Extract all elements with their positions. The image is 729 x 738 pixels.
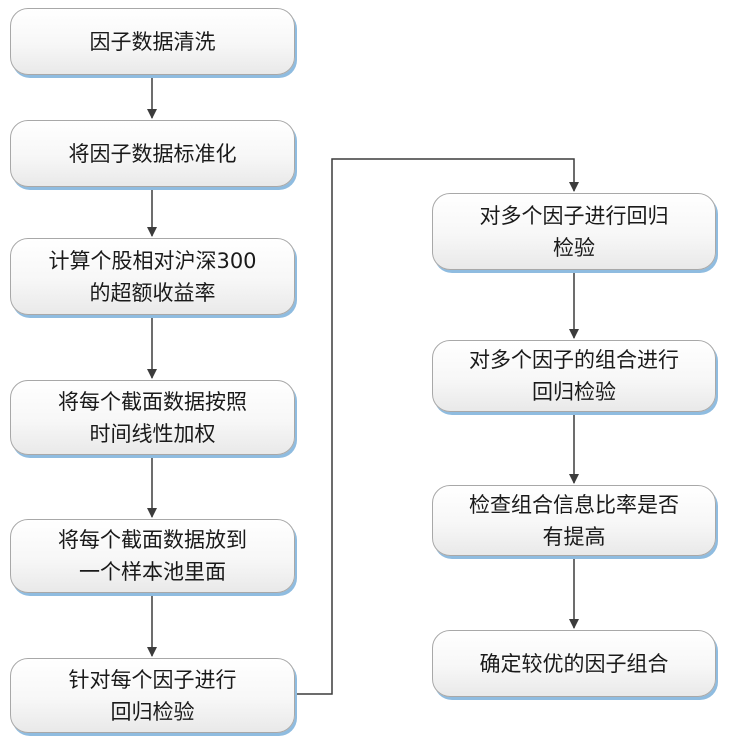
- node-label: 针对每个因子进行 回归检验: [68, 667, 237, 724]
- node-standardize-factor-data: 将因子数据标准化: [10, 120, 295, 187]
- node-factor-data-cleaning: 因子数据清洗: [10, 8, 295, 75]
- node-label: 对多个因子进行回归 检验: [479, 203, 669, 260]
- node-label: 将因子数据标准化: [68, 141, 237, 166]
- node-label: 对多个因子的组合进行 回归检验: [469, 348, 679, 404]
- node-time-linear-weighting: 将每个截面数据按照 时间线性加权: [10, 380, 295, 455]
- node-single-factor-regression: 针对每个因子进行 回归检验: [10, 658, 295, 733]
- node-compute-excess-return: 计算个股相对沪深300 的超额收益率: [10, 238, 295, 315]
- node-label: 计算个股相对沪深300 的超额收益率: [48, 248, 257, 305]
- node-label: 因子数据清洗: [89, 29, 216, 54]
- node-sample-pool: 将每个截面数据放到 一个样本池里面: [10, 519, 295, 593]
- node-optimal-factor-combination: 确定较优的因子组合: [432, 630, 716, 697]
- node-factor-combination-regression: 对多个因子的组合进行 回归检验: [432, 340, 716, 412]
- node-multi-factor-regression: 对多个因子进行回归 检验: [432, 193, 716, 270]
- node-label: 确定较优的因子组合: [479, 651, 669, 676]
- node-label: 将每个截面数据按照 时间线性加权: [58, 389, 247, 446]
- node-label: 检查组合信息比率是否 有提高: [469, 492, 679, 549]
- node-check-information-ratio: 检查组合信息比率是否 有提高: [432, 485, 716, 556]
- edge-n6-n7: [295, 158, 579, 695]
- node-label: 将每个截面数据放到 一个样本池里面: [58, 528, 247, 584]
